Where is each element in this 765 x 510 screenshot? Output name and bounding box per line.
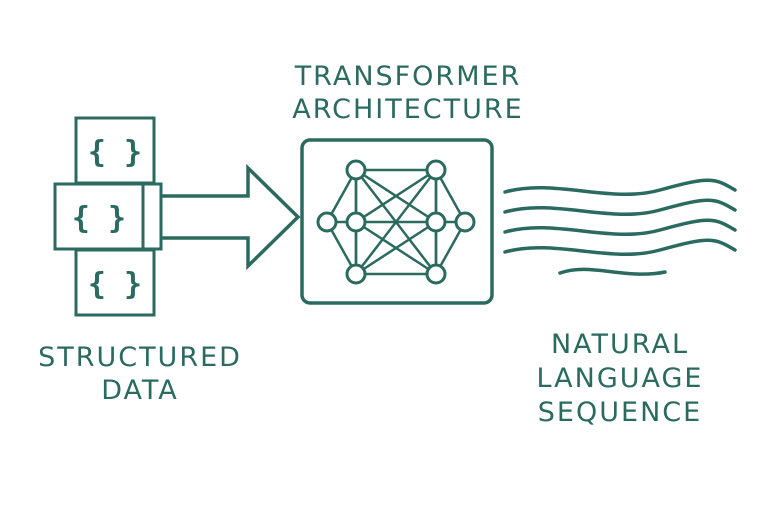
structured-label-line-2: DATA [101, 375, 179, 406]
structured-label-line-1: STRUCTURED [38, 342, 242, 373]
json-stack-icon: { } { } { } [53, 116, 163, 317]
json-brace-middle: { } [72, 201, 126, 236]
wave-line-4 [503, 238, 737, 257]
text-wave-lines-icon [503, 178, 737, 276]
network-edge [355, 220, 437, 276]
wave-line-3 [503, 218, 737, 237]
network-node [345, 211, 367, 233]
wave-line-1 [503, 178, 737, 197]
transformer-label-line-2: ARCHITECTURE [292, 94, 523, 125]
natural-language-label-line-1: NATURAL [551, 329, 689, 360]
natural-language-sequence-label: NATURAL LANGUAGE SEQUENCE [537, 329, 704, 428]
json-brace-top: { } [88, 135, 142, 170]
arrow-right-icon [161, 163, 301, 271]
natural-language-label-line-3: SEQUENCE [538, 397, 702, 428]
transformer-architecture-label: TRANSFORMER ARCHITECTURE [292, 61, 523, 125]
network-node [425, 211, 447, 233]
json-brace-bottom: { } [88, 267, 142, 302]
network-node [345, 159, 367, 181]
wave-line-2 [503, 198, 737, 217]
network-node [425, 159, 447, 181]
network-node [425, 263, 447, 285]
network-edge [355, 169, 437, 275]
transformer-box [300, 138, 494, 305]
neural-network-icon [316, 159, 476, 285]
transformer-label-line-1: TRANSFORMER [294, 61, 522, 92]
network-node [454, 211, 476, 233]
network-node [345, 263, 367, 285]
natural-language-label-line-2: LANGUAGE [537, 363, 704, 394]
structured-data-label: STRUCTURED DATA [38, 342, 242, 406]
network-node [316, 211, 338, 233]
wave-line-5 [558, 267, 667, 276]
network-edge [355, 168, 437, 224]
